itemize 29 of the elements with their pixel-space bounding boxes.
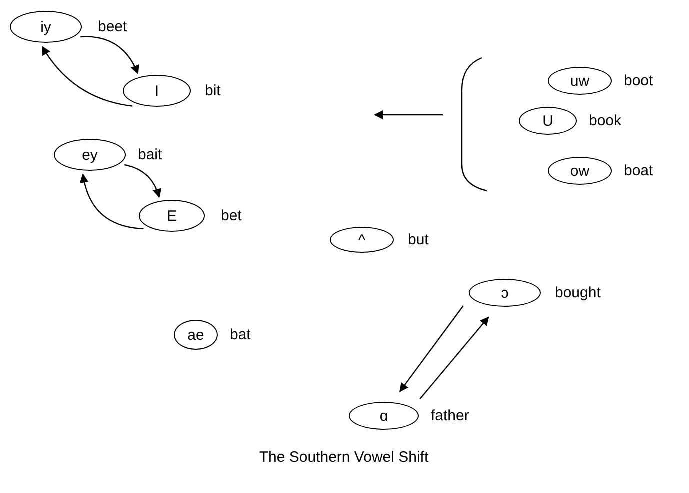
example-word: bit: [205, 82, 221, 100]
vowel-ellipse: E: [139, 200, 205, 232]
arrow: [80, 174, 144, 230]
example-word: boot: [624, 72, 654, 90]
example-word: father: [431, 408, 470, 424]
vowel-ellipse: uw: [548, 67, 612, 95]
caption: The Southern Vowel Shift: [259, 449, 429, 466]
vowel-ellipse: ey: [54, 139, 126, 171]
vowel-ellipse: iy: [10, 11, 82, 43]
vowel-ellipse: ɔ: [469, 279, 541, 307]
arrow: [42, 46, 133, 107]
vowel-ellipse: ɑ: [349, 402, 419, 430]
arrow: [420, 316, 490, 400]
vowel-ellipse: ^: [330, 227, 394, 253]
example-word: beet: [98, 18, 128, 36]
arrow: [400, 306, 464, 392]
example-word: bat: [230, 326, 251, 344]
example-word: but: [408, 232, 429, 248]
vowel-ellipse: ae: [174, 320, 218, 350]
example-word: bought: [555, 284, 601, 302]
arrow: [80, 36, 139, 75]
example-word: bet: [221, 208, 242, 224]
vowel-ellipse: ow: [548, 157, 612, 185]
vowel-ellipse: U: [519, 107, 577, 135]
example-word: bait: [138, 146, 162, 164]
vowel-ellipse: I: [123, 75, 191, 107]
example-word: boat: [624, 162, 654, 180]
arrow: [124, 164, 162, 198]
example-word: book: [589, 112, 622, 130]
